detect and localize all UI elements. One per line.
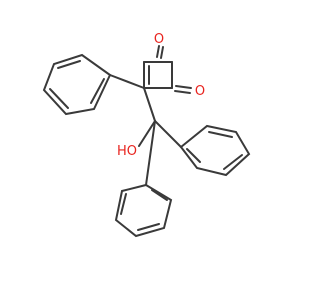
molecule-diagram: O O HO bbox=[42, 32, 251, 238]
hydroxyl-label: HO bbox=[117, 144, 137, 159]
structure-canvas: O O HO bbox=[42, 32, 251, 238]
carbonyl-bonds bbox=[156, 45, 192, 94]
cyclobutene-ring bbox=[143, 61, 173, 89]
ring-to-carbinol-bond bbox=[143, 87, 156, 122]
phenyl-ring-right bbox=[154, 120, 251, 177]
phenyl-ring-top-left bbox=[42, 53, 145, 116]
hydroxyl-bond bbox=[138, 120, 156, 147]
oxygen-right-label: O bbox=[195, 84, 205, 99]
oxygen-top-label: O bbox=[154, 32, 164, 47]
phenyl-ring-bottom bbox=[114, 120, 173, 238]
bond-lines bbox=[42, 45, 251, 238]
